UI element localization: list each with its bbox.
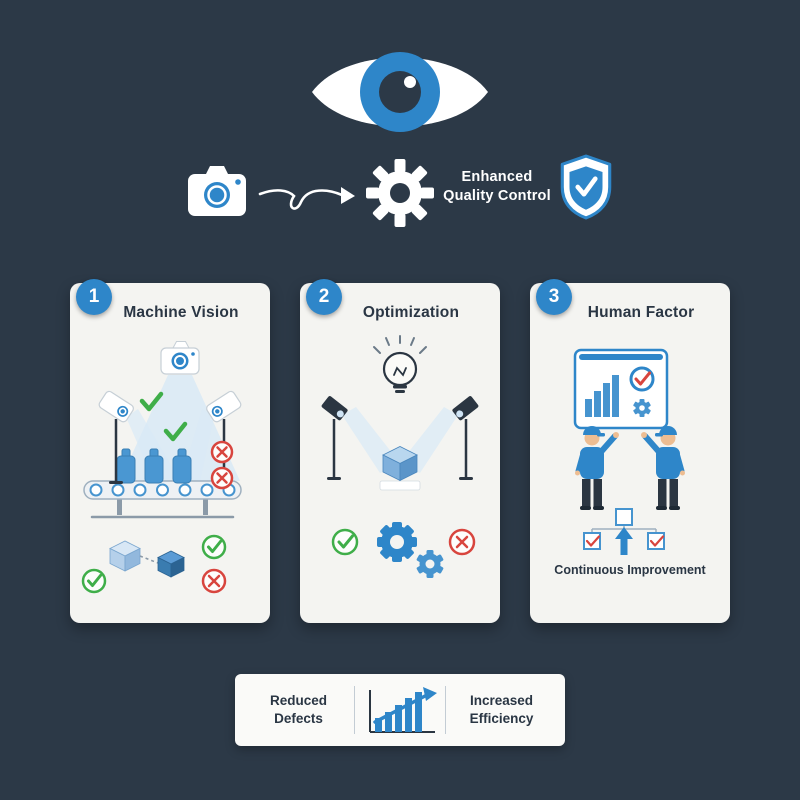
card-title: Machine Vision xyxy=(123,304,239,321)
worker-icon xyxy=(641,426,685,510)
human-factor-illustration xyxy=(573,348,685,555)
inspection-camera-icon xyxy=(160,341,200,375)
up-arrow-icon xyxy=(615,527,633,555)
results-banner: Reduced Defects Increased Efficiency xyxy=(235,674,565,746)
worker-icon xyxy=(575,426,619,510)
check-circle-icon xyxy=(81,534,227,594)
reject-circle-icon xyxy=(201,568,227,594)
product-cube-icon xyxy=(379,446,421,491)
card-machine-vision: 1 Machine Vision xyxy=(70,279,270,623)
card-number-badge: 3 xyxy=(536,279,572,315)
conveyor-belt-icon xyxy=(83,480,242,519)
card-caption: Continuous Improvement xyxy=(554,563,706,577)
gears-icon xyxy=(377,522,444,578)
cube-icon xyxy=(109,540,185,578)
divider xyxy=(354,686,355,734)
process-row: Enhanced Quality Control xyxy=(0,152,800,242)
card-title: Human Factor xyxy=(587,304,695,321)
card-human-factor: 3 Human Factor xyxy=(530,279,730,623)
process-label: Enhanced Quality Control xyxy=(443,169,551,205)
reject-icon xyxy=(210,440,234,490)
card-number-badge: 2 xyxy=(306,279,342,315)
bottle-icon xyxy=(116,448,192,484)
flowchart-icon xyxy=(583,508,665,555)
increased-efficiency-label: Increased Efficiency xyxy=(469,692,534,726)
check-circle-icon xyxy=(331,528,359,556)
lightbulb-icon xyxy=(373,335,427,393)
growth-chart-icon xyxy=(369,687,437,733)
shield-check-icon xyxy=(558,154,614,225)
eye-icon xyxy=(310,36,490,148)
divider xyxy=(445,686,446,734)
check-icon xyxy=(139,391,188,442)
machine-vision-illustration xyxy=(81,341,242,594)
reject-circle-icon xyxy=(448,528,476,556)
reduced-defects-label: Reduced Defects xyxy=(269,692,327,726)
curved-arrow-icon xyxy=(258,174,358,225)
camera-icon xyxy=(186,162,248,223)
card-number-badge: 1 xyxy=(76,279,112,315)
card-optimization: 2 Optimization xyxy=(300,279,500,623)
dashboard-icon xyxy=(573,348,669,430)
gear-icon xyxy=(365,158,435,233)
optimization-illustration xyxy=(321,335,479,578)
card-title: Optimization xyxy=(362,304,460,321)
